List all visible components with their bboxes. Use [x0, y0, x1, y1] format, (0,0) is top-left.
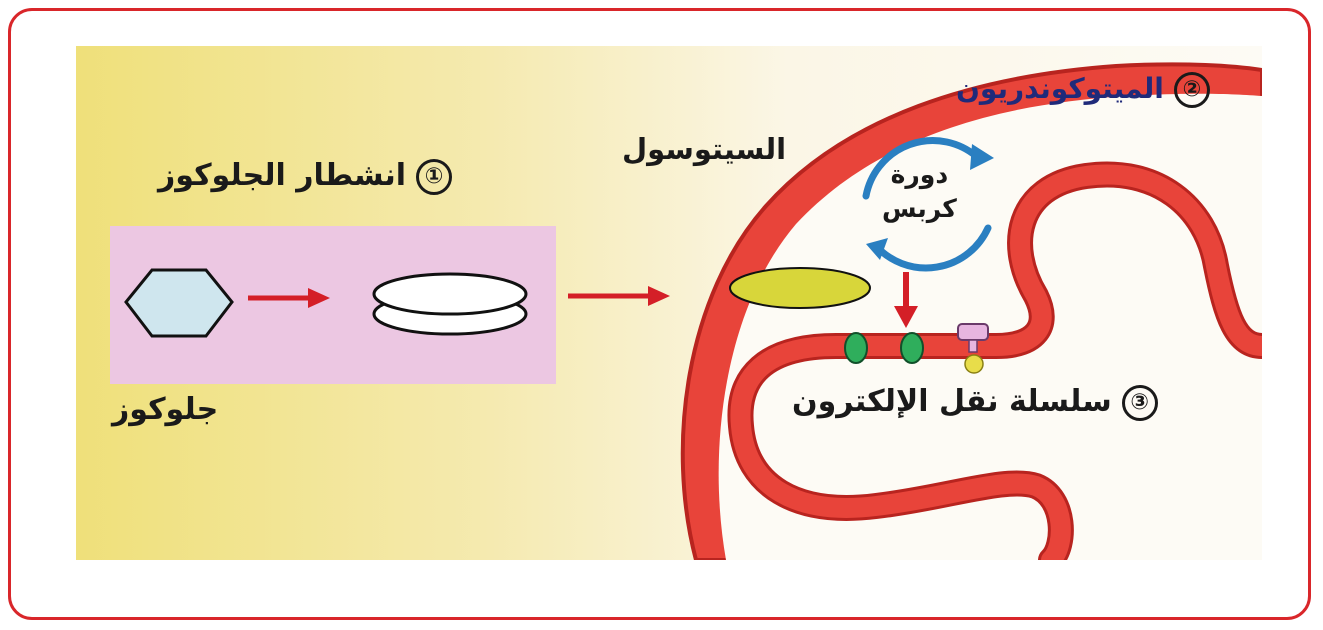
krebs-line2: كربس [882, 192, 957, 226]
step3-text: سلسلة نقل الإلكترون [792, 384, 1112, 419]
step2-number: ② [1174, 72, 1210, 108]
split-molecule-icon [374, 274, 526, 334]
step3-label: ③ سلسلة نقل الإلكترون [792, 384, 1158, 421]
step1-text: انشطار الجلوكوز [158, 158, 406, 193]
glucose-label: جلوكوز [112, 392, 218, 427]
step3-number: ③ [1122, 385, 1158, 421]
krebs-line1: دورة [882, 158, 957, 192]
step1-label: ① انشطار الجلوكوز [158, 158, 452, 195]
step1-number: ① [416, 159, 452, 195]
cytosol-label: السيتوسول [622, 132, 786, 166]
respiration-diagram: ① انشطار الجلوكوز جلوكوز السيتوسول ② الميت… [76, 46, 1262, 560]
krebs-label: دورة كربس [882, 158, 957, 226]
diagram-graphics [76, 46, 1262, 560]
mitochondrion-label: ② الميتوكوندريون [956, 72, 1210, 108]
mitochondrion-text: الميتوكوندريون [956, 72, 1164, 105]
pyruvate-icon [730, 268, 870, 308]
